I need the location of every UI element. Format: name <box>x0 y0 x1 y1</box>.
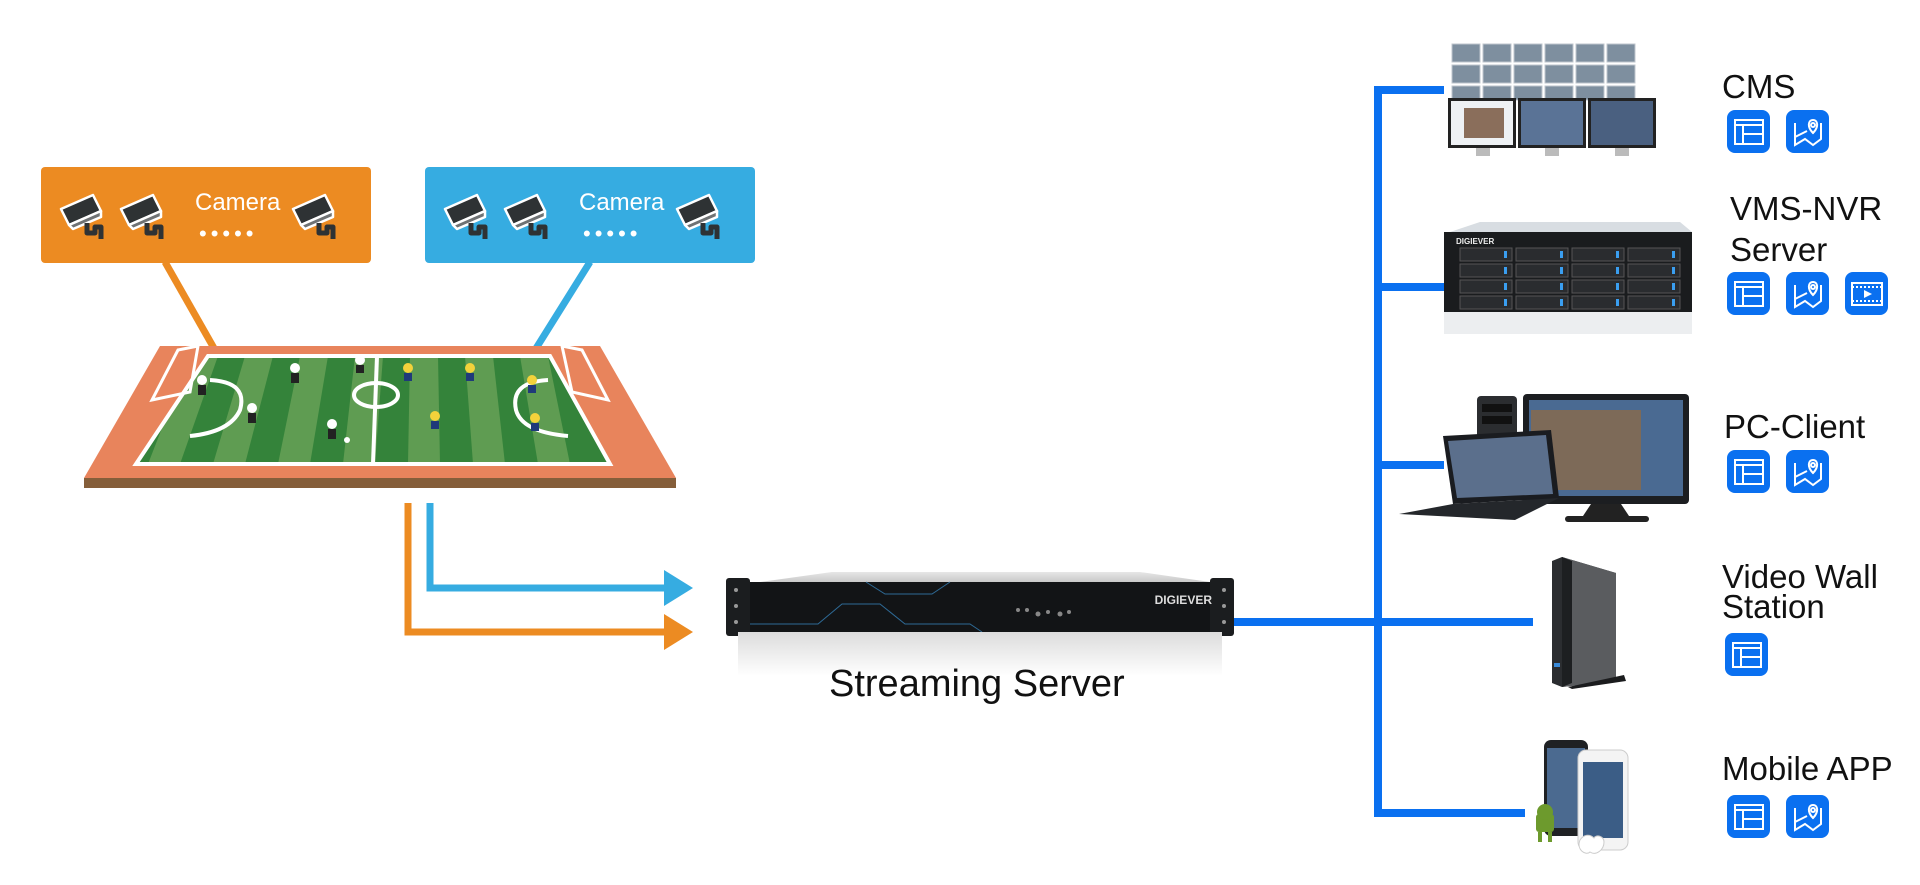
live-view-icon <box>1727 272 1770 315</box>
tower-pc-image <box>1552 557 1626 689</box>
cms-feature-icons <box>1727 110 1829 153</box>
smartphones-image <box>1536 740 1629 854</box>
rack-server-1u-icon: DIGIEVER <box>726 572 1234 676</box>
cctv-camera-icon <box>503 193 548 239</box>
playback-icon <box>1845 272 1888 315</box>
cctv-camera-icon <box>119 193 164 239</box>
mobile-feature-icons <box>1727 795 1829 838</box>
client-label-video-wall-line2: Station <box>1722 588 1825 625</box>
camera-ellipsis: ••••• <box>199 221 258 246</box>
live-view-icon <box>1727 450 1770 493</box>
soccer-field-icon <box>84 344 676 488</box>
camera-group-label: Camera <box>579 189 665 216</box>
arrowhead-orange <box>664 614 693 650</box>
live-view-icon <box>1727 110 1770 153</box>
camera-group-a: Camera ••••• <box>41 167 371 263</box>
emap-icon <box>1786 795 1829 838</box>
camera-group-label: Camera <box>195 189 281 216</box>
cms-monitor-wall-image <box>1448 43 1656 156</box>
client-label-pc-client: PC-Client <box>1724 408 1866 445</box>
client-label-video-wall-line1: Video Wall <box>1722 558 1878 595</box>
camera-group-b: Camera ••••• <box>425 167 755 263</box>
server-caption: Streaming Server <box>829 663 1125 705</box>
live-view-icon <box>1727 795 1770 838</box>
cctv-camera-icon <box>291 193 336 239</box>
cctv-camera-icon <box>675 193 720 239</box>
network-bus <box>1233 86 1533 817</box>
client-label-cms: CMS <box>1722 68 1796 105</box>
apple-icon <box>1578 834 1605 854</box>
edge-blue-stream-to-server <box>426 503 668 592</box>
live-view-icon <box>1725 633 1768 676</box>
cctv-camera-icon <box>443 193 488 239</box>
video-wall-feature-icons <box>1725 633 1768 676</box>
cctv-camera-icon <box>59 193 104 239</box>
edge-group-b-to-field <box>532 260 593 352</box>
edge-orange-stream-to-server <box>404 503 668 636</box>
client-label-mobile-app: Mobile APP <box>1722 750 1893 787</box>
client-label-nvr-line1: VMS-NVR <box>1730 190 1883 227</box>
streaming-server: DIGIEVER <box>720 568 1240 678</box>
pc-client-feature-icons <box>1727 450 1829 493</box>
arrowhead-blue <box>664 570 693 606</box>
client-label-nvr-line2: Server <box>1730 231 1828 268</box>
nvr-feature-icons <box>1727 272 1888 315</box>
nvr-brand: DIGIEVER <box>1456 237 1494 246</box>
edge-group-a-to-field <box>161 260 219 352</box>
nvr-rack-server-image: DIGIEVER <box>1444 222 1692 334</box>
emap-icon <box>1786 450 1829 493</box>
emap-icon <box>1786 110 1829 153</box>
camera-ellipsis: ••••• <box>583 221 642 246</box>
pc-laptop-monitor-image <box>1399 394 1689 522</box>
android-icon <box>1536 804 1554 842</box>
server-brand: DIGIEVER <box>1155 593 1213 607</box>
emap-icon <box>1786 272 1829 315</box>
